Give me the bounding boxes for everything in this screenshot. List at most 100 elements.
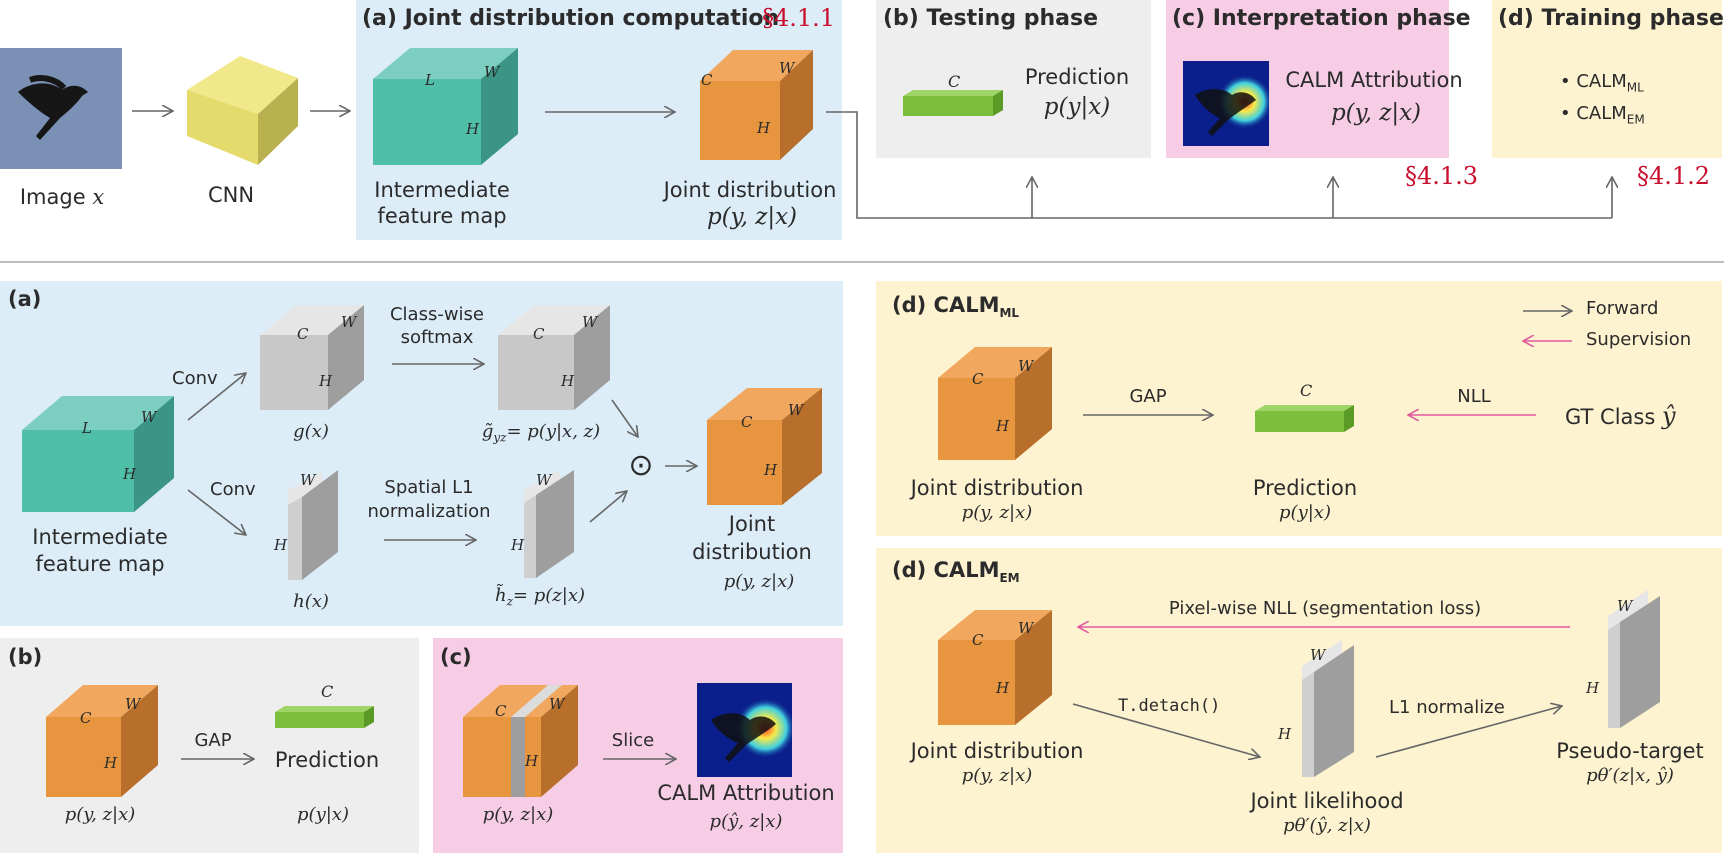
dim-label: W	[1018, 619, 1034, 637]
top-d-item-ml-text: CALM	[1576, 71, 1627, 92]
dim-label: H	[511, 536, 525, 554]
softmax-label-2: softmax	[400, 327, 474, 348]
em-likelihood-slab	[1302, 640, 1354, 777]
top-d-item-ml-sub: ML	[1626, 80, 1644, 95]
top-joint-math: p(y, z|x)	[706, 204, 798, 230]
ml-gap-label: GAP	[1129, 386, 1167, 407]
top-a-section: §4.1.1	[762, 4, 836, 32]
dim-label: C	[972, 370, 984, 388]
a-feature-label-1: Intermediate	[32, 525, 168, 549]
em-joint-label: Joint distribution	[910, 739, 1084, 763]
a-feature-map-cube	[22, 396, 174, 512]
dim-label: H	[757, 119, 771, 137]
gx-label: g(x)	[293, 421, 329, 442]
ml-title: (d) CALMML	[892, 293, 1019, 321]
c-slice-label: Slice	[611, 730, 655, 751]
dim-label: H	[1278, 725, 1292, 743]
top-d-section: §4.1.2	[1637, 162, 1711, 190]
input-image	[0, 48, 122, 169]
legend-supervision-label: Supervision	[1586, 329, 1692, 350]
input-image-label: Image x	[20, 185, 104, 209]
a-feature-label-2: feature map	[35, 552, 165, 576]
c-joint-cube-sliced	[463, 685, 578, 797]
c-attribution-label: CALM Attribution	[657, 781, 835, 805]
dim-label: W	[141, 408, 157, 426]
ml-gt-class: GT Class ŷ	[1565, 402, 1676, 431]
top-attr-label: CALM Attribution	[1285, 68, 1463, 92]
ml-nll-label: NLL	[1457, 386, 1491, 407]
hx-label: h(x)	[293, 591, 329, 612]
ml-pred-label: Prediction	[1252, 476, 1358, 500]
bottom-b-label: (b)	[8, 645, 43, 669]
phase-bus-line	[826, 111, 1612, 219]
b-joint-cube	[46, 685, 158, 797]
top-d-item-em-text: CALM	[1576, 103, 1627, 124]
ml-joint-math: p(y, z|x)	[961, 502, 1033, 523]
em-pseudo-target-slab	[1608, 590, 1660, 728]
input-image-label-text: Image	[19, 185, 86, 209]
dim-label: C	[80, 709, 92, 727]
dim-label: W	[1018, 357, 1034, 375]
em-pseudo-label: Pseudo-target	[1556, 739, 1704, 763]
legend-forward-label: Forward	[1586, 298, 1659, 319]
dim-label: W	[1617, 597, 1633, 615]
dim-label: W	[300, 471, 316, 489]
g-tilde-label: g̃yz= p(y|x, z)	[482, 421, 600, 445]
spatial-label-1: Spatial L1	[384, 477, 474, 498]
h-tilde-eq: = p(z|x)	[512, 585, 585, 606]
b-prediction-label: Prediction	[274, 748, 380, 772]
ml-pred-math: p(y|x)	[1279, 502, 1331, 523]
a-joint-math: p(y, z|x)	[723, 571, 795, 592]
dim-label: W	[779, 59, 795, 77]
em-title: (d) CALMEM	[892, 558, 1020, 586]
top-d-item-em-sub: EM	[1626, 112, 1645, 127]
ml-joint-cube	[938, 347, 1052, 460]
dim-label: C	[701, 71, 713, 89]
top-d-item-ml: • CALMML	[1560, 71, 1644, 95]
top-joint-label: Joint distribution	[663, 178, 837, 202]
top-prediction-bar	[903, 90, 1003, 116]
dim-label: H	[996, 417, 1010, 435]
dim-label: H	[319, 372, 333, 390]
a-joint-label-1: Joint	[728, 512, 776, 536]
top-panel-training	[1492, 0, 1722, 158]
top-feature-map-label-1: Intermediate	[374, 178, 510, 202]
em-joint-math: p(y, z|x)	[961, 765, 1033, 786]
dim-label: W	[484, 63, 500, 81]
top-pred-math: p(y|x)	[1043, 94, 1111, 120]
a-g-cube	[260, 305, 364, 410]
ml-gt-class-math: ŷ	[1661, 402, 1676, 430]
em-pixel-nll-label: Pixel-wise NLL (segmentation loss)	[1168, 598, 1482, 619]
em-title-sub: EM	[999, 571, 1020, 586]
dim-label: W	[582, 313, 598, 331]
em-likelihood-label: Joint likelihood	[1250, 789, 1404, 813]
c-joint-math: p(y, z|x)	[482, 804, 554, 825]
ml-title-sub: ML	[999, 306, 1020, 321]
em-l1-label: L1 normalize	[1389, 697, 1505, 718]
conv-label-bottom: Conv	[210, 479, 256, 500]
top-d-title: (d) Training phase	[1498, 6, 1724, 31]
dim-label: W	[1310, 646, 1326, 664]
cnn-block	[187, 56, 298, 165]
em-likelihood-math: pθ′(ŷ, z|x)	[1283, 815, 1371, 836]
odot-operator: ⊙	[628, 448, 654, 483]
ml-gt-class-text: GT Class	[1565, 405, 1656, 429]
top-c-section: §4.1.3	[1405, 162, 1479, 190]
a-joint-cube	[707, 388, 822, 505]
ml-title-text: (d) CALM	[892, 293, 1000, 317]
ml-prediction-bar	[1255, 405, 1354, 432]
dim-label: H	[561, 372, 575, 390]
top-pred-label: Prediction	[1024, 65, 1130, 89]
dim-label: H	[274, 536, 288, 554]
dim-label: L	[82, 419, 92, 437]
top-a-title: (a) Joint distribution computation	[362, 6, 780, 31]
spatial-label-2: normalization	[367, 501, 491, 522]
em-pseudo-math: pθ′(z|x, ŷ)	[1586, 765, 1674, 786]
dim-label: H	[764, 461, 778, 479]
a-h-tilde-slab	[524, 470, 574, 578]
g-tilde-sub: yz	[493, 430, 507, 445]
dim-label: C	[297, 325, 309, 343]
a-h-slab	[288, 470, 338, 580]
conv-label-top: Conv	[172, 368, 218, 389]
